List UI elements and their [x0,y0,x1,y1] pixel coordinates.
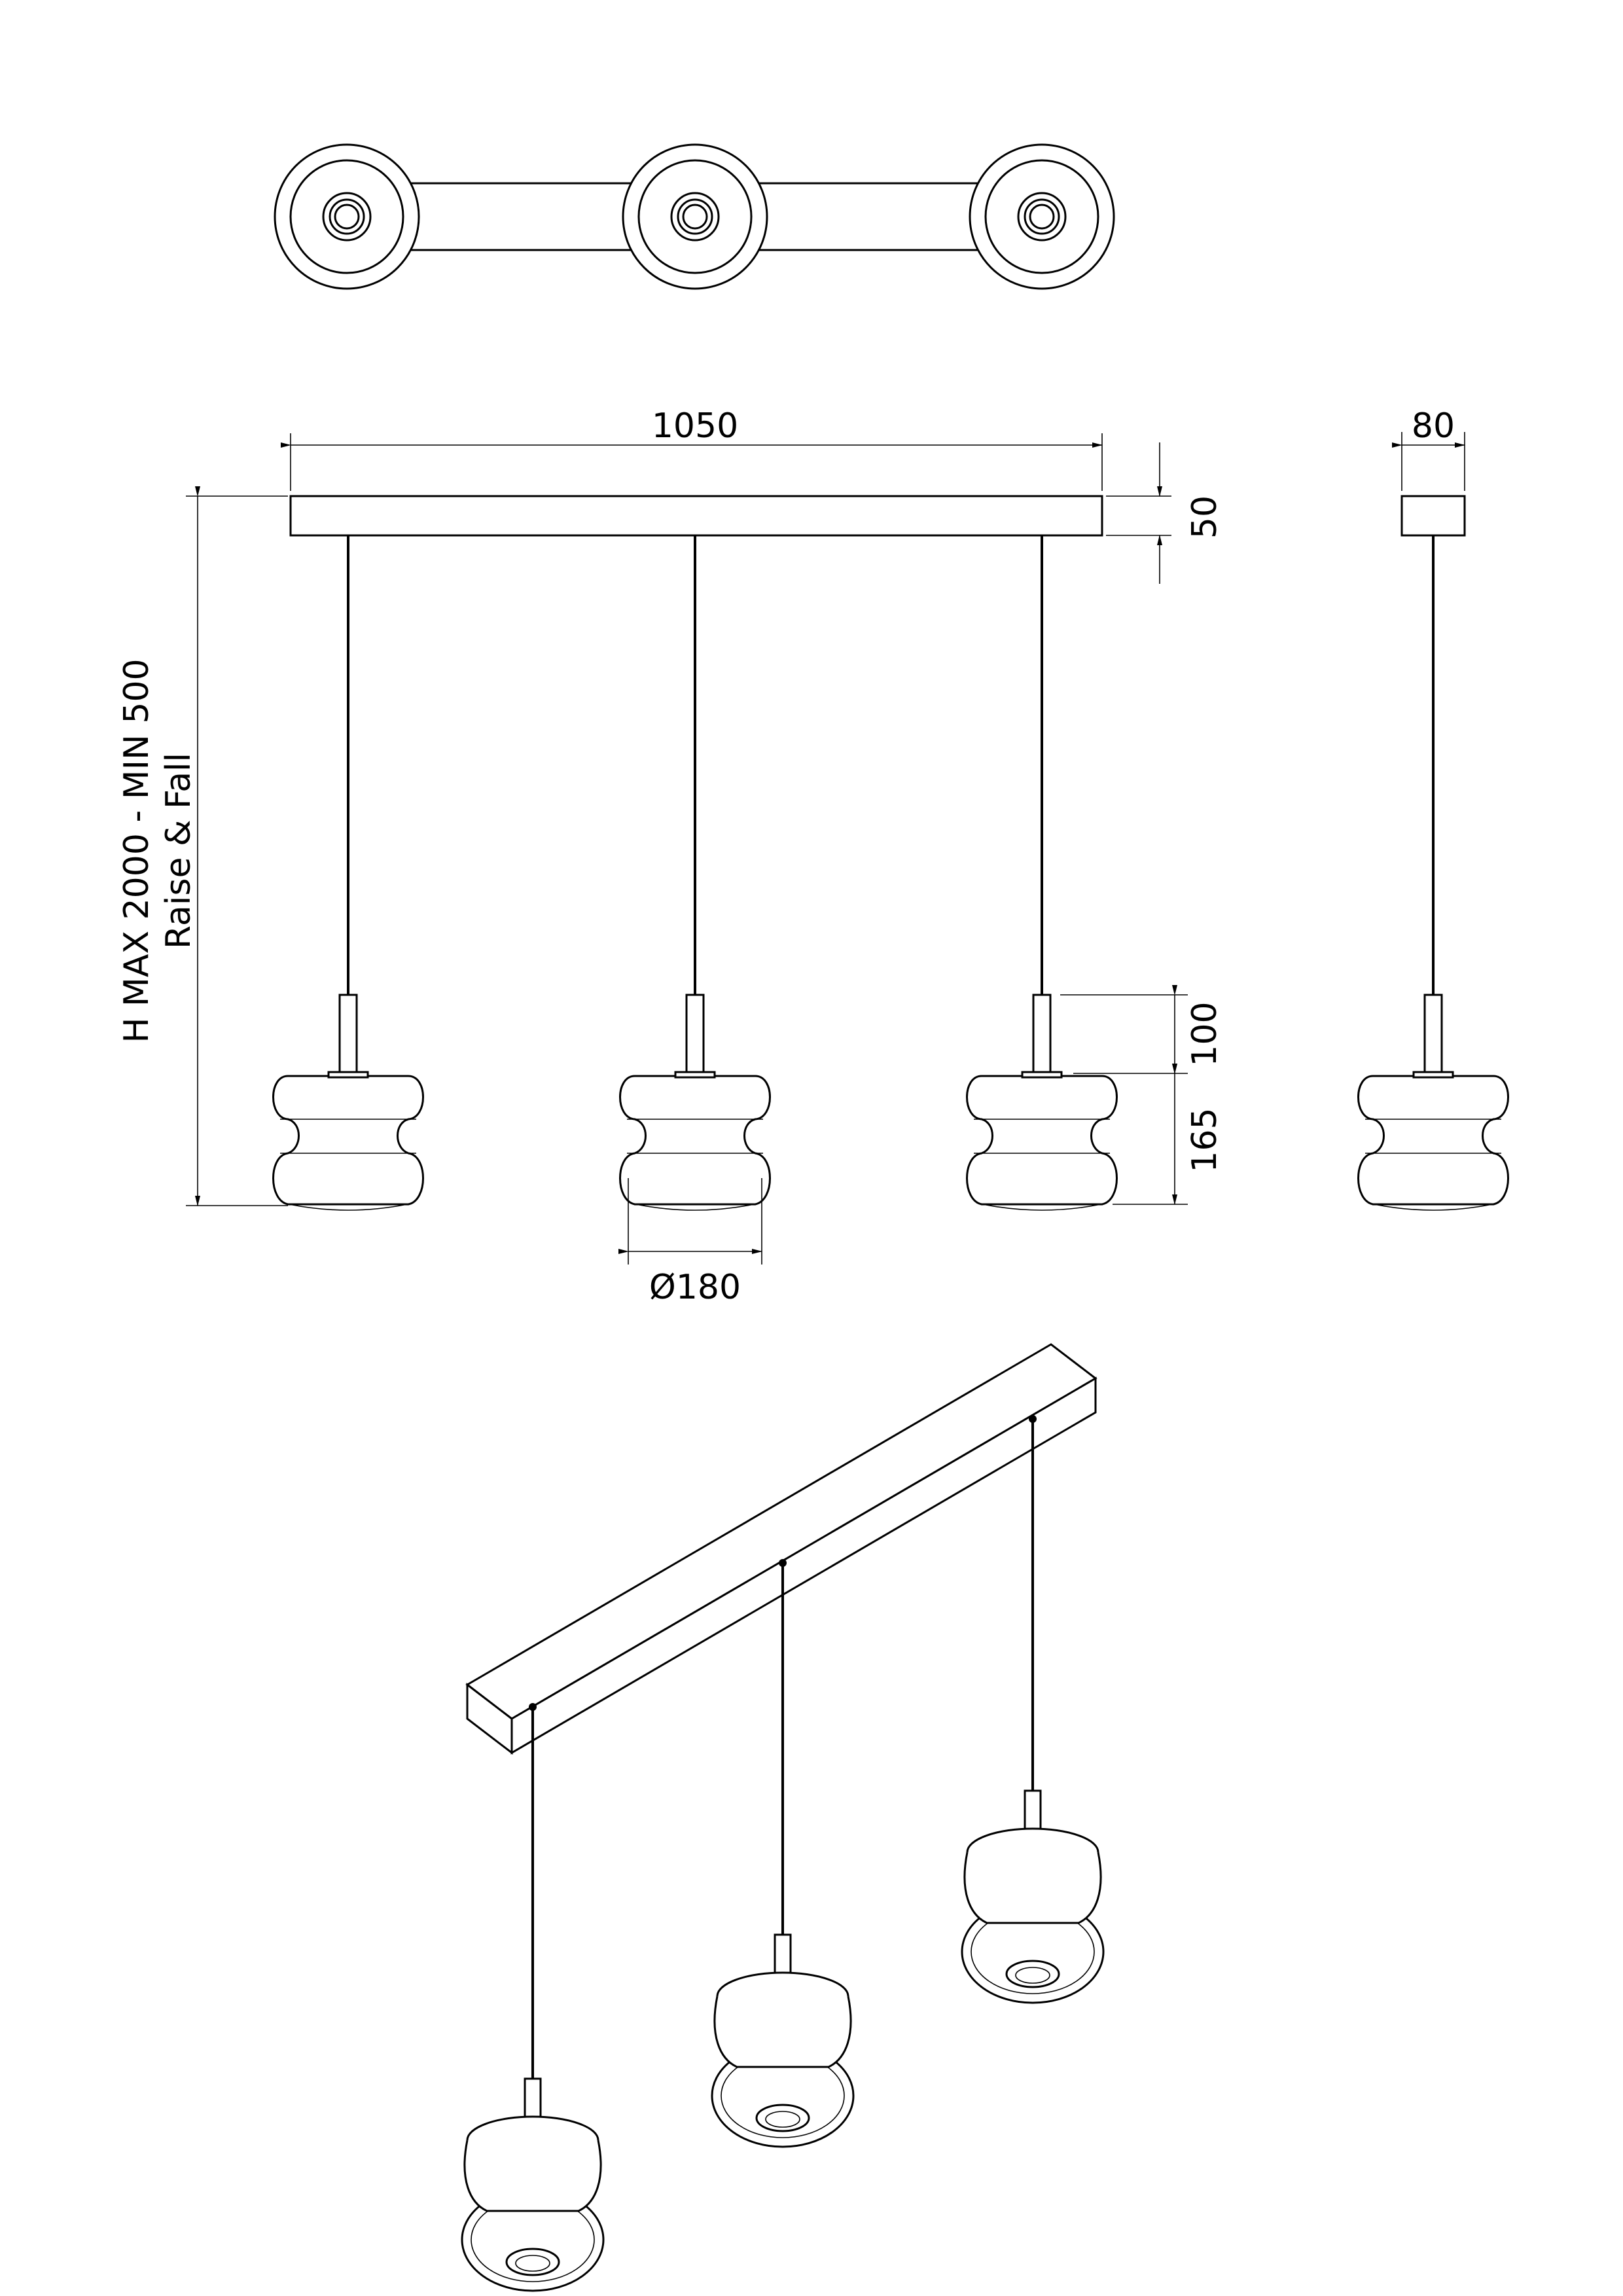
dim-shade-height: 165 [1185,1107,1224,1172]
dim-stem-length: 100 [1185,1001,1224,1066]
dim-canopy-height: 50 [1185,495,1224,539]
dimension-lines [186,432,1465,1265]
top-view [274,143,1115,290]
dim-shade-diameter: Ø180 [649,1268,741,1307]
note-raise-and-fall: Raise & Fall [159,753,198,949]
front-view [272,495,1118,1211]
note-height-range: H MAX 2000 - MIN 500 [117,658,156,1043]
isometric-view [461,1343,1105,2292]
dim-overall-width: 1050 [652,406,738,446]
side-view [1357,495,1509,1211]
dim-canopy-depth: 80 [1412,406,1455,446]
